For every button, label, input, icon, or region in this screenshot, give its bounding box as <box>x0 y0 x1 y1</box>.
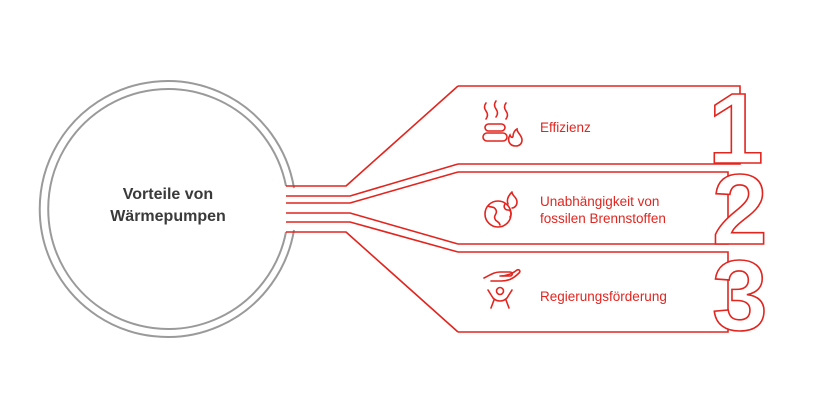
panel-2 <box>458 171 729 245</box>
heating-bowl-flame-icon <box>482 100 523 147</box>
item-label-independence-line2: fossilen Brennstoffen <box>540 211 666 226</box>
number-3: 3 <box>712 240 768 352</box>
panel-3 <box>458 251 729 333</box>
item-label-subsidy: Regierungsförderung <box>540 289 667 304</box>
hub-title: Vorteile von Wärmepumpen <box>68 184 268 228</box>
hand-over-person-icon <box>483 268 521 309</box>
burning-globe-icon <box>484 191 518 228</box>
item-label-independence: Unabhängigkeit von fossilen Brennstoffen <box>540 193 666 227</box>
hub-title-line1: Vorteile von <box>122 186 214 203</box>
hub-circle <box>38 80 295 338</box>
item-label-independence-line1: Unabhängigkeit von <box>540 194 660 209</box>
item-label-efficiency: Effizienz <box>540 120 591 135</box>
connector-2 <box>286 171 459 245</box>
connector-1 <box>286 85 459 197</box>
panel-1 <box>458 85 741 165</box>
hub-title-line2: Wärmepumpen <box>110 208 226 225</box>
number-2: 2 <box>712 154 768 266</box>
number-1: 1 <box>708 73 764 185</box>
connector-3 <box>286 221 459 333</box>
